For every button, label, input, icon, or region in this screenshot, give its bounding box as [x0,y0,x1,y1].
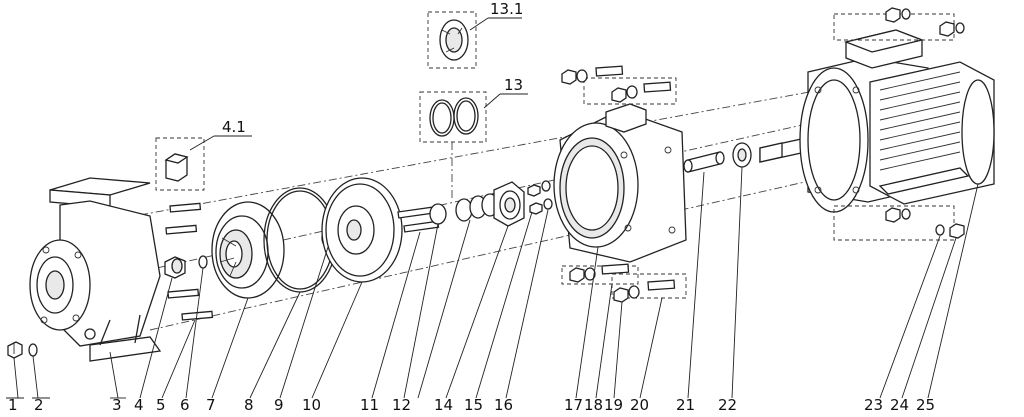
part-plug-4 [164,256,186,279]
label-12: 12 [392,396,411,414]
label-8: 8 [244,396,254,414]
label-25: 25 [916,396,935,414]
detail-box-4-1 [155,135,252,191]
detail-box-13 [419,91,528,200]
part-washer-6 [198,255,208,269]
label-6: 6 [180,396,190,414]
label-15: 15 [464,396,483,414]
axis-lower [149,164,881,331]
label-3: 3 [112,396,122,414]
part-bolt-1 [7,341,23,359]
label-4: 4 [134,396,144,414]
part-shaft-sleeve-21 [683,151,725,173]
label-11: 11 [360,396,379,414]
part-washer-2 [28,343,38,357]
label-23: 23 [864,396,883,414]
part-impeller-7 [211,201,285,299]
detail-box-13-1 [427,11,522,69]
fasteners-motor [833,7,965,241]
part-nuts-15 [527,184,543,215]
label-4-1: 4.1 [222,118,246,136]
axis-upper [139,89,821,216]
label-2: 2 [34,396,44,414]
leader-lines [13,166,979,399]
label-22: 22 [718,396,737,414]
label-9: 9 [274,396,284,414]
part-mechanical-seal-12 [429,193,499,225]
label-18: 18 [584,396,603,414]
part-motor-25 [759,29,995,213]
part-seal-housing-14 [493,181,525,227]
part-lantern-17 [553,103,687,263]
label-17: 17 [564,396,583,414]
label-24: 24 [890,396,909,414]
label-14: 14 [434,396,453,414]
part-pump-casing-3 [29,177,162,362]
label-20: 20 [630,396,649,414]
part-washers-16 [541,180,553,210]
label-21: 21 [676,396,695,414]
label-5: 5 [156,396,166,414]
label-13-1: 13.1 [490,0,523,18]
label-19: 19 [604,396,623,414]
label-10: 10 [302,396,321,414]
fasteners-lantern-top [561,65,677,105]
label-16: 16 [494,396,513,414]
part-casing-cover-10 [321,177,403,283]
part-slinger-22 [732,142,752,168]
label-13: 13 [504,76,523,94]
fasteners-lantern-bottom [561,263,687,303]
label-1: 1 [8,396,18,414]
label-7: 7 [206,396,216,414]
